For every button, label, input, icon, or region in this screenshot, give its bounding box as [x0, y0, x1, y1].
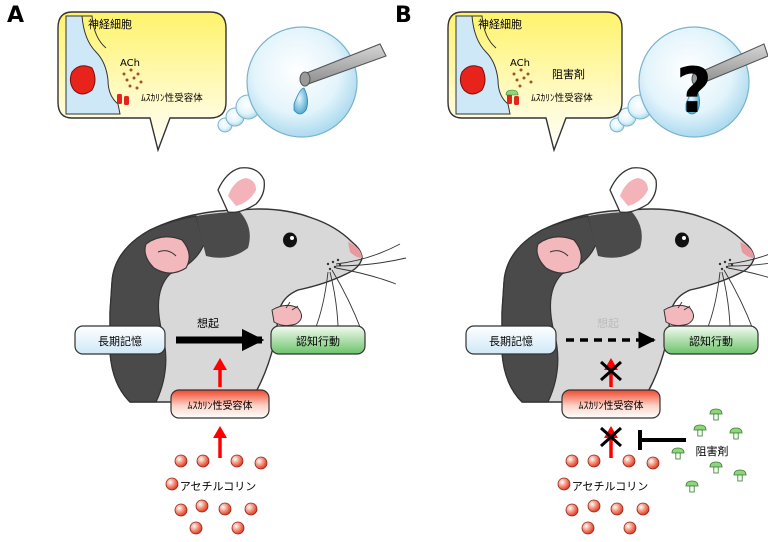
- inhibitor-label: 阻害剤: [696, 444, 729, 458]
- panel-b-flow: 長期記憶 想起 認知行動 ﾑｽｶﾘﾝ性受容体: [465, 316, 759, 535]
- label-receptor: ﾑｽｶﾘﾝ性受容体: [141, 92, 203, 104]
- panel-a-brain-bubble: 神経細胞 ACh ﾑｽｶﾘﾝ性受容体: [57, 11, 227, 153]
- label-neuron: 神経細胞: [88, 17, 132, 31]
- panel-b-water-bubble: ?: [609, 26, 768, 138]
- memory-box-a: [74, 325, 166, 355]
- rat-a: [109, 167, 407, 403]
- label-inhibitor-b: 阻害剤: [552, 67, 585, 81]
- signal-arrow-b-lower-blocked: [599, 426, 623, 458]
- panel-a: A 神経細胞 ACh ﾑｽｶﾘ: [7, 3, 407, 535]
- panel-a-water-bubble: [217, 26, 387, 138]
- signal-arrow-a-lower: [213, 426, 227, 458]
- acetylcholine-label-b: アセチルコリン: [572, 480, 649, 493]
- label-ach-b: ACh: [510, 58, 530, 69]
- ach-dots: [122, 68, 143, 90]
- signal-arrow-a-upper: [213, 358, 227, 387]
- behavior-label-a: 認知行動: [296, 334, 340, 348]
- receptor-box-b: [561, 389, 661, 419]
- behavior-label-b: 認知行動: [689, 334, 733, 348]
- panel-b-letter: B: [395, 3, 412, 28]
- inhibition-bar: [638, 430, 686, 450]
- receptor-box-a: [170, 389, 270, 419]
- label-neuron-b: 神経細胞: [478, 17, 522, 31]
- water-drop-b: [685, 87, 700, 115]
- receptor-label-b: ﾑｽｶﾘﾝ性受容体: [579, 399, 644, 412]
- receptor-marks: [117, 94, 129, 105]
- acetylcholine-cluster-b: [557, 454, 660, 535]
- label-ach: ACh: [120, 58, 140, 69]
- label-receptor-b: ﾑｽｶﾘﾝ性受容体: [531, 92, 593, 104]
- panel-a-letter: A: [7, 3, 24, 28]
- behavior-box-a: [270, 325, 366, 355]
- receptor-label-a: ﾑｽｶﾘﾝ性受容体: [188, 399, 253, 412]
- panel-b-brain-bubble: 神経細胞 ACh 阻害剤 ﾑｽｶﾘﾝ性受容体: [447, 11, 623, 153]
- panel-a-flow: 長期記憶 想起 認知行動 ﾑｽｶﾘﾝ性受容体: [74, 316, 366, 535]
- ach-dots-b: [512, 68, 533, 88]
- memory-box-b: [465, 325, 557, 355]
- receptor-marks-b: [505, 89, 519, 105]
- acetylcholine-cluster-a: [165, 454, 268, 535]
- behavior-box-b: [663, 325, 759, 355]
- signal-arrow-b-upper-blocked: [599, 358, 623, 387]
- water-drop: [293, 87, 308, 115]
- recall-label-a: 想起: [197, 316, 219, 330]
- memory-label-b: 長期記憶: [489, 334, 533, 348]
- panel-b: B ? 神経細胞: [395, 3, 768, 535]
- rat-b: [501, 167, 768, 403]
- question-mark: ?: [676, 54, 712, 127]
- memory-label-a: 長期記憶: [98, 334, 142, 348]
- recall-label-b: 想起: [597, 316, 619, 330]
- acetylcholine-label-a: アセチルコリン: [180, 480, 257, 493]
